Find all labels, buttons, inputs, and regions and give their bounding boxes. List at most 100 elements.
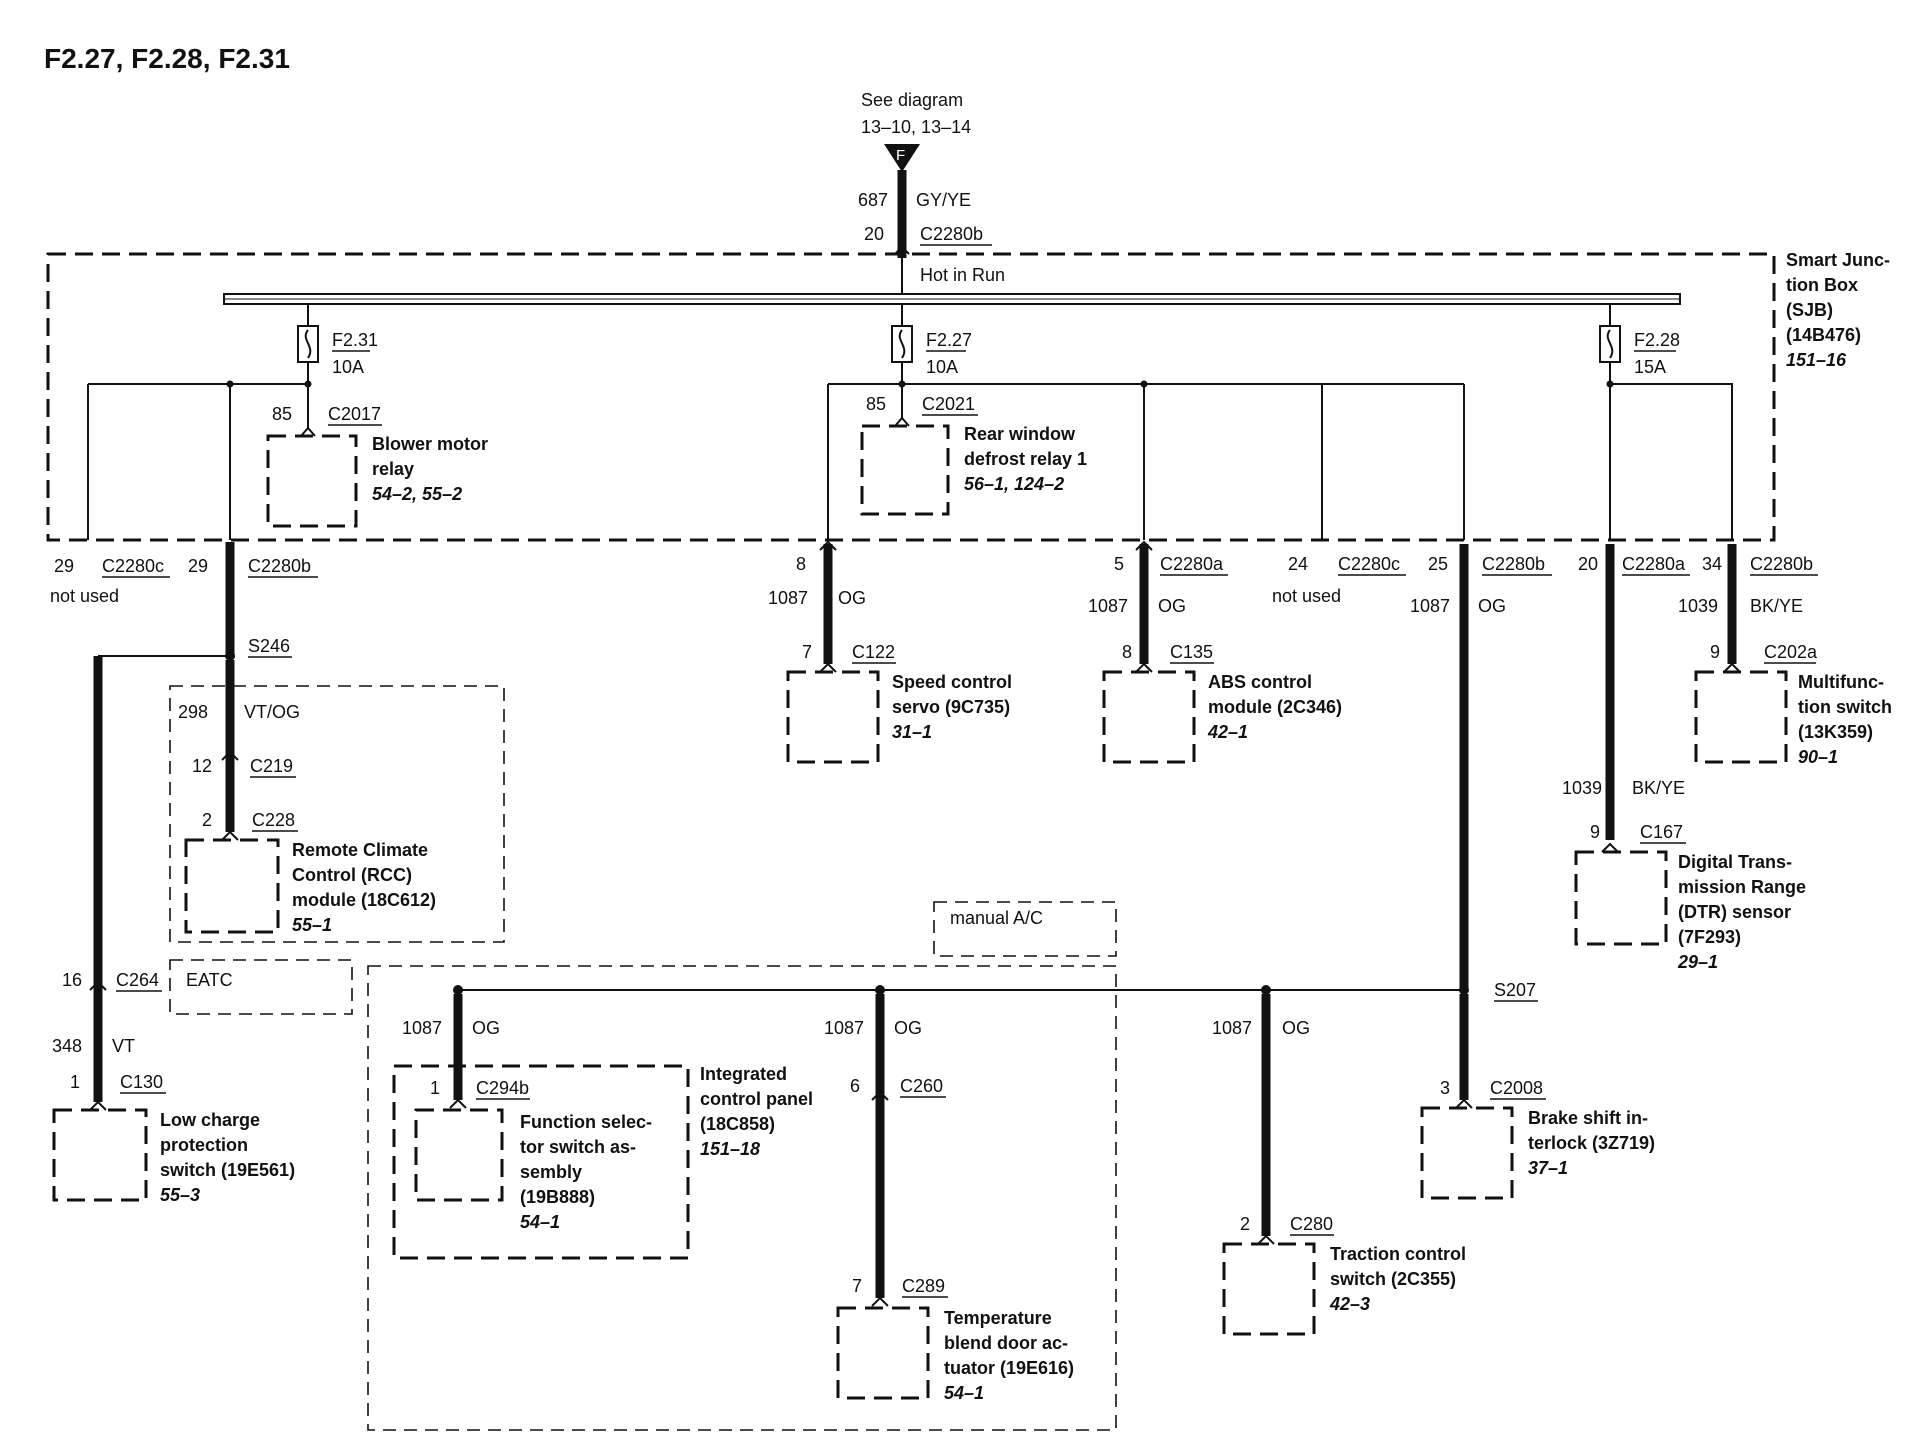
svg-text:OG: OG — [1158, 596, 1186, 616]
fuse-f2-27: F2.27 10A — [891, 304, 972, 377]
svg-text:1087: 1087 — [1410, 596, 1450, 616]
icp-label: Integrated control panel (18C858) 151–18 — [700, 1064, 813, 1159]
svg-text:mission Range: mission Range — [1678, 877, 1806, 897]
svg-text:31–1: 31–1 — [892, 722, 932, 742]
svg-text:ABS control: ABS control — [1208, 672, 1312, 692]
svg-text:F2.31: F2.31 — [332, 330, 378, 350]
dtr-label: Digital Trans- mission Range (DTR) senso… — [1677, 852, 1806, 972]
svg-text:module (2C346): module (2C346) — [1208, 697, 1342, 717]
svg-text:56–1, 124–2: 56–1, 124–2 — [964, 474, 1064, 494]
rcc-color: VT/OG — [244, 702, 300, 722]
output-labels: 29 C2280c not used 29 C2280b 8 1087 OG 5… — [50, 554, 1818, 616]
defrost-relay-pin: 85 — [866, 394, 886, 414]
source-marker-letter: F — [896, 147, 905, 164]
svg-text:(SJB): (SJB) — [1786, 300, 1833, 320]
svg-text:S207: S207 — [1494, 980, 1536, 1000]
eatc-pin: 16 — [62, 970, 82, 990]
dtr-pin: 9 — [1590, 822, 1600, 842]
temp-color: OG — [894, 1018, 922, 1038]
func-connector: C294b — [476, 1078, 529, 1098]
svg-text:37–1: 37–1 — [1528, 1158, 1568, 1178]
rcc-region — [169, 685, 505, 943]
fuse-f2-31: F2.31 10A — [297, 304, 378, 377]
speed-pin: 7 — [802, 642, 812, 662]
multifunction-switch — [1694, 670, 1788, 764]
svg-text:Speed control: Speed control — [892, 672, 1012, 692]
brake-connector: C2008 — [1490, 1078, 1543, 1098]
traction-connector: C280 — [1290, 1214, 1333, 1234]
svg-text:C2280b: C2280b — [248, 556, 311, 576]
svg-text:C2280c: C2280c — [1338, 554, 1400, 574]
diagram-title: F2.27, F2.28, F2.31 — [44, 43, 290, 74]
svg-text:29–1: 29–1 — [1677, 952, 1718, 972]
speed-connector: C122 — [852, 642, 895, 662]
source-connector: C2280b — [920, 224, 983, 244]
svg-text:C2280c: C2280c — [102, 556, 164, 576]
svg-text:F2.28: F2.28 — [1634, 330, 1680, 350]
svg-text:C2280a: C2280a — [1622, 554, 1686, 574]
see-diagram-label: See diagram — [861, 90, 963, 110]
rcc-pin1: 12 — [192, 756, 212, 776]
svg-text:8: 8 — [796, 554, 806, 574]
svg-text:tuator (19E616): tuator (19E616) — [944, 1358, 1074, 1378]
function-selector-switch — [414, 1108, 504, 1202]
svg-text:151–18: 151–18 — [700, 1139, 760, 1159]
manual-ac-region — [933, 901, 1117, 957]
svg-text:switch (19E561): switch (19E561) — [160, 1160, 295, 1180]
integrated-control-panel-region — [367, 965, 1117, 1431]
svg-text:blend door ac-: blend door ac- — [944, 1333, 1068, 1353]
svg-text:F2.27: F2.27 — [926, 330, 972, 350]
svg-text:(18C858): (18C858) — [700, 1114, 775, 1134]
svg-text:29: 29 — [188, 556, 208, 576]
bus-label: Hot in Run — [920, 265, 1005, 285]
source-color: GY/YE — [916, 190, 971, 210]
func-label: Function selec- tor switch as- sembly (1… — [520, 1112, 652, 1232]
svg-text:servo (9C735): servo (9C735) — [892, 697, 1010, 717]
source-circuit: 687 — [858, 190, 888, 210]
svg-text:(7F293): (7F293) — [1678, 927, 1741, 947]
svg-text:34: 34 — [1702, 554, 1722, 574]
fuse-f2-28: F2.28 15A — [1599, 304, 1680, 377]
svg-text:C2280b: C2280b — [1482, 554, 1545, 574]
blower-relay-label: Blower motor relay 54–2, 55–2 — [372, 434, 488, 504]
svg-text:24: 24 — [1288, 554, 1308, 574]
svg-text:C2280a: C2280a — [1160, 554, 1224, 574]
svg-text:15A: 15A — [1634, 357, 1666, 377]
low-charge-protection-switch — [52, 1108, 148, 1202]
svg-text:control panel: control panel — [700, 1089, 813, 1109]
svg-text:OG: OG — [1478, 596, 1506, 616]
svg-text:Integrated: Integrated — [700, 1064, 787, 1084]
integrated-control-panel — [392, 1064, 690, 1260]
eatc-color: VT — [112, 1036, 135, 1056]
svg-text:Rear window: Rear window — [964, 424, 1076, 444]
blower-motor-relay — [266, 434, 358, 528]
svg-text:54–2, 55–2: 54–2, 55–2 — [372, 484, 462, 504]
svg-text:(19B888): (19B888) — [520, 1187, 595, 1207]
rcc-conn1: C219 — [250, 756, 293, 776]
lowcharge-label: Low charge protection switch (19E561) 55… — [160, 1110, 295, 1205]
svg-text:sembly: sembly — [520, 1162, 582, 1182]
svg-text:relay: relay — [372, 459, 414, 479]
svg-text:not used: not used — [1272, 586, 1341, 606]
eatc-circuit: 348 — [52, 1036, 82, 1056]
svg-text:Function selec-: Function selec- — [520, 1112, 652, 1132]
temp-conn2: C289 — [902, 1276, 945, 1296]
lowcharge-pin: 1 — [70, 1072, 80, 1092]
dtr-sensor — [1574, 850, 1668, 946]
multi-connector: C202a — [1764, 642, 1818, 662]
svg-text:C2280b: C2280b — [1750, 554, 1813, 574]
brake-pin: 3 — [1440, 1078, 1450, 1098]
traction-color: OG — [1282, 1018, 1310, 1038]
temperature-blend-door-actuator — [836, 1306, 930, 1400]
svg-text:42–3: 42–3 — [1329, 1294, 1370, 1314]
svg-text:switch (2C355): switch (2C355) — [1330, 1269, 1456, 1289]
svg-text:5: 5 — [1114, 554, 1124, 574]
svg-text:Smart Junc-: Smart Junc- — [1786, 250, 1890, 270]
svg-text:Temperature: Temperature — [944, 1308, 1052, 1328]
svg-text:module (18C612): module (18C612) — [292, 890, 436, 910]
blower-relay-connector: C2017 — [328, 404, 381, 424]
svg-text:10A: 10A — [926, 357, 958, 377]
svg-text:55–1: 55–1 — [292, 915, 332, 935]
abs-pin: 8 — [1122, 642, 1132, 662]
dtr-connector: C167 — [1640, 822, 1683, 842]
